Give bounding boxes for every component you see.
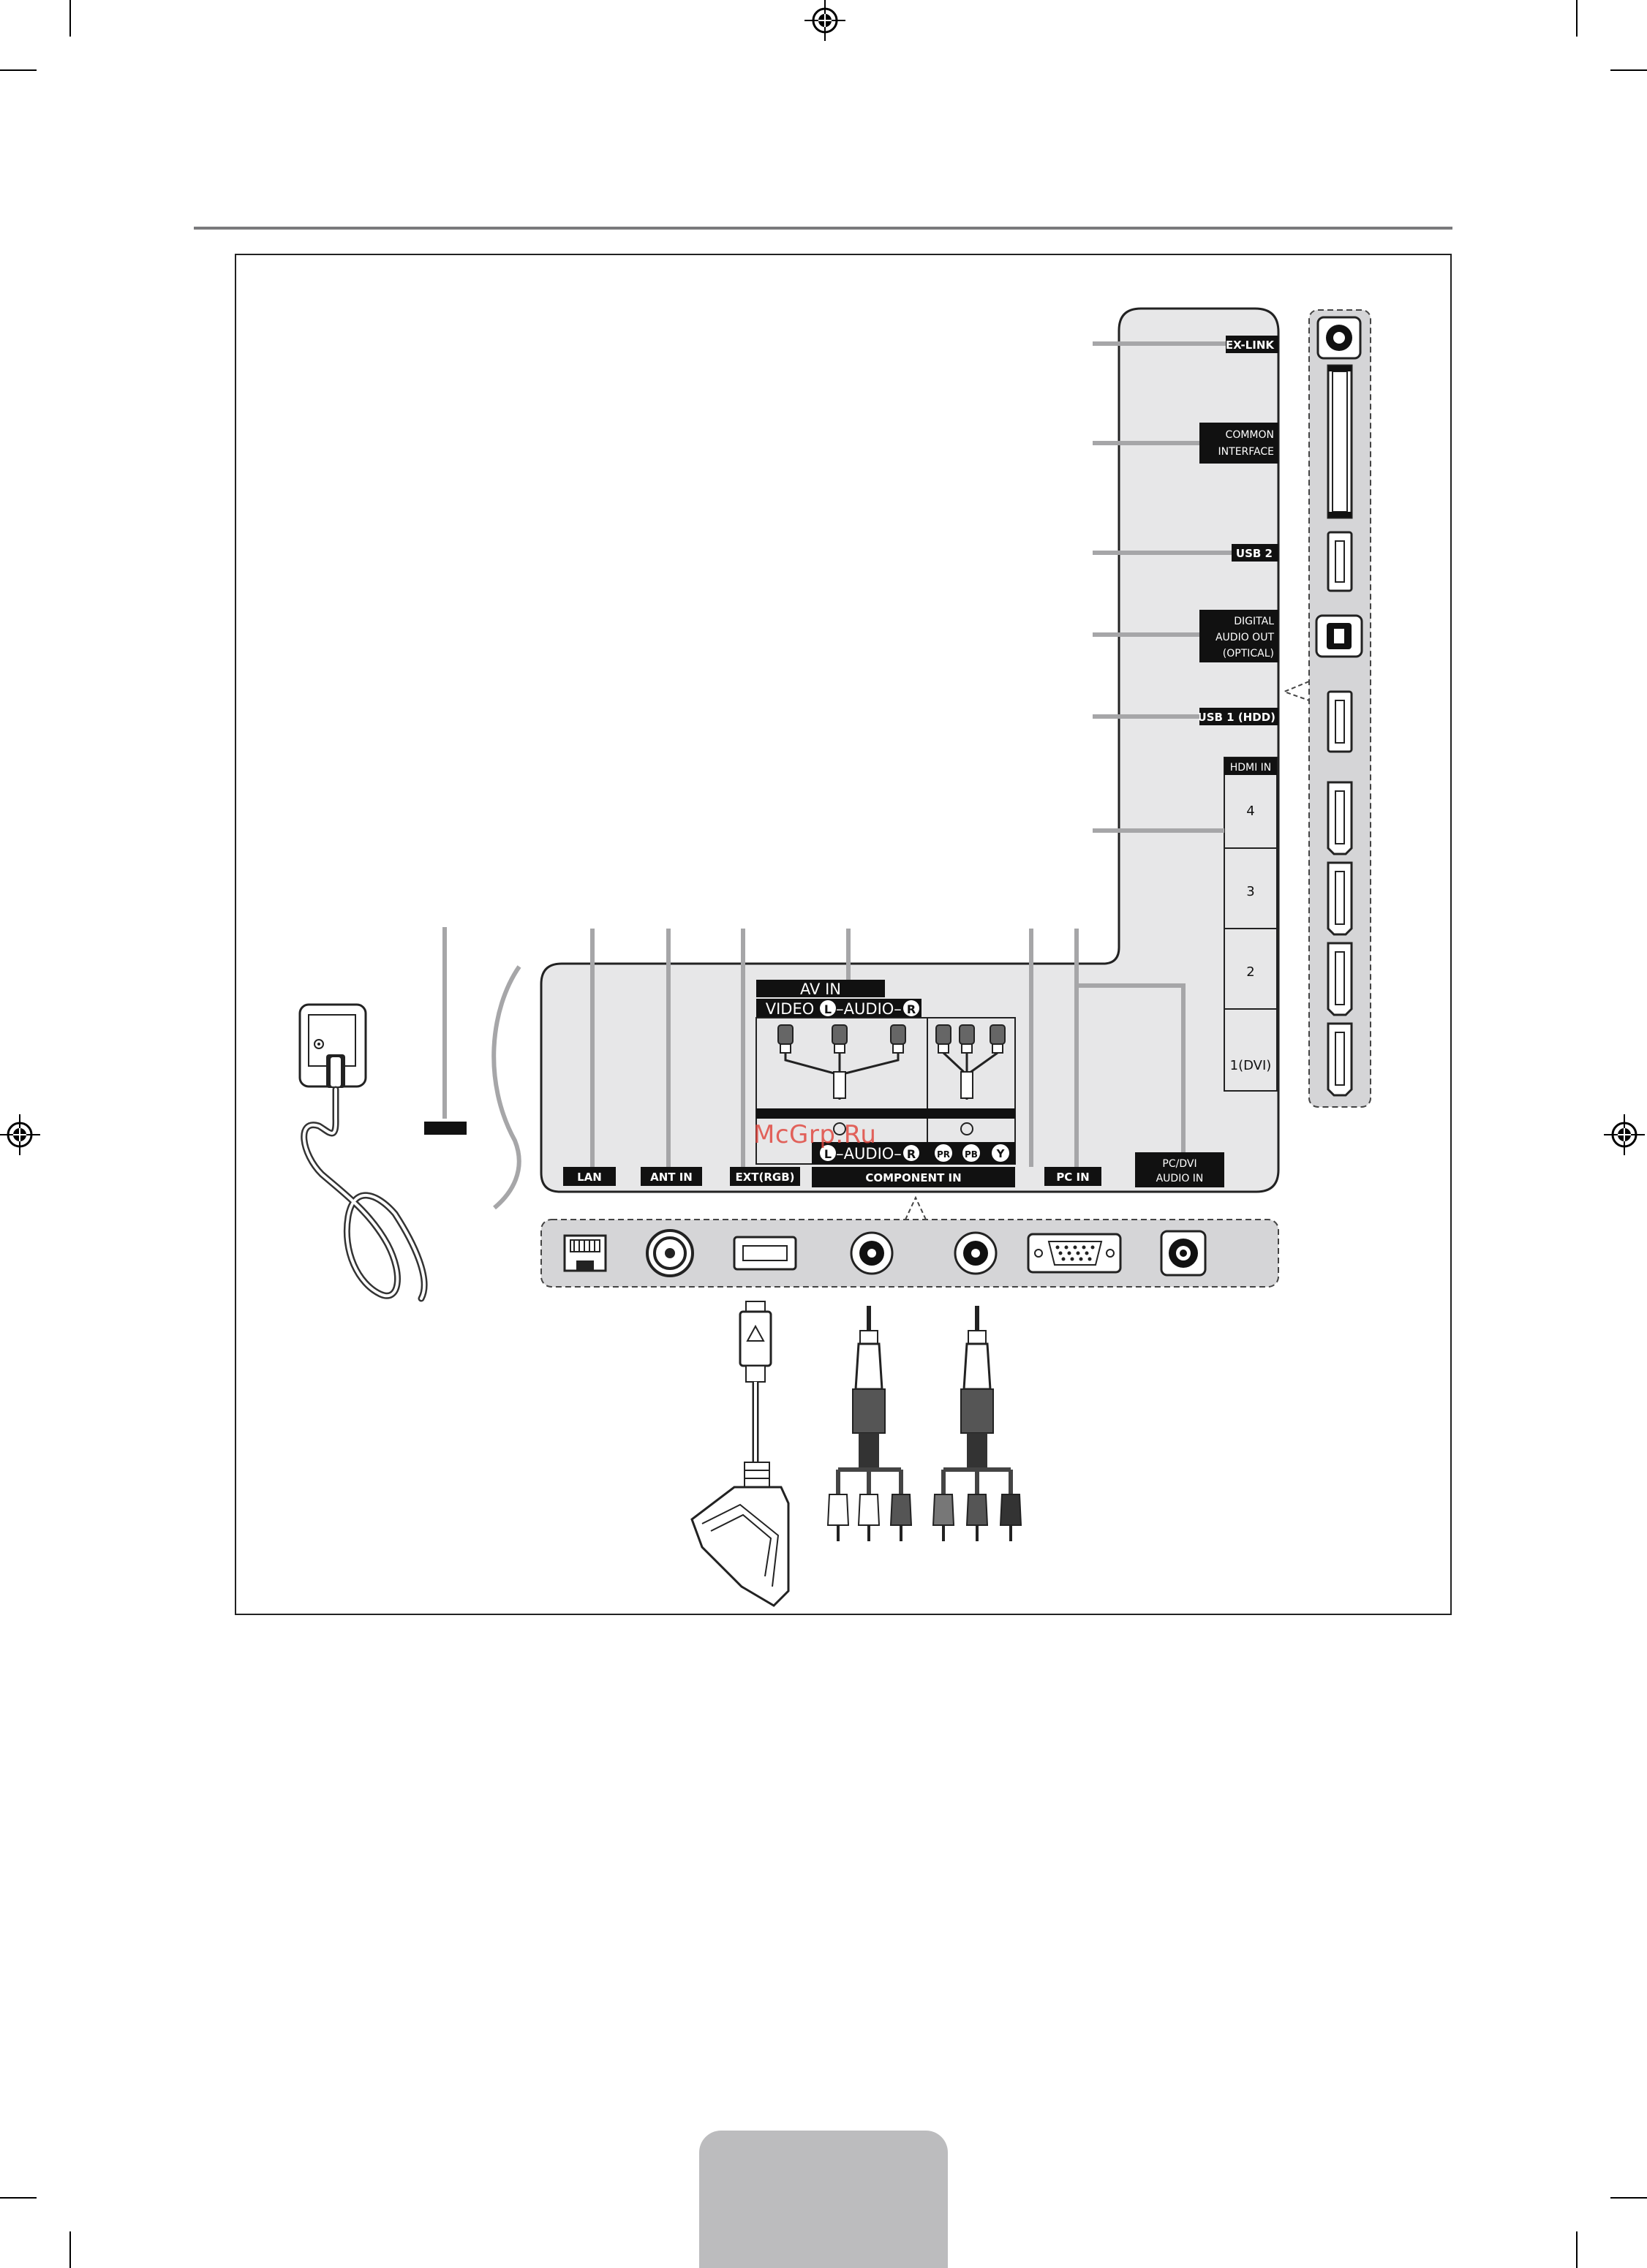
hdmi-in-label: HDMI IN bbox=[1230, 762, 1272, 774]
lan-label: LAN bbox=[577, 1171, 602, 1184]
ex-link-port-icon bbox=[1318, 317, 1360, 358]
registration-mark-right bbox=[1604, 1114, 1645, 1155]
power-cord-inner bbox=[304, 1089, 424, 1299]
common-interface-label-line1: COMMON bbox=[1226, 429, 1274, 441]
power-label-box bbox=[424, 1122, 467, 1135]
comp-y-label: Y bbox=[996, 1147, 1006, 1160]
usb2-label: USB 2 bbox=[1236, 547, 1273, 560]
pc-audio-jack-icon bbox=[1161, 1231, 1205, 1275]
pc-dvi-audio-label-line1: PC/DVI bbox=[1162, 1158, 1196, 1170]
usb1-label: USB 1 (HDD) bbox=[1198, 711, 1275, 724]
digital-audio-label-line1: DIGITAL bbox=[1234, 616, 1274, 627]
common-interface-label-line2: INTERFACE bbox=[1218, 446, 1274, 458]
av-in-title: AV IN bbox=[800, 980, 841, 998]
pc-dvi-audio-label-line2: AUDIO IN bbox=[1156, 1173, 1204, 1184]
av-video-label: VIDEO bbox=[766, 1000, 815, 1018]
page-number-tab bbox=[699, 2131, 948, 2268]
scart-port-icon bbox=[734, 1237, 796, 1269]
hdmi-port-label-4: 4 bbox=[1246, 804, 1254, 819]
comp-pb-label: PB bbox=[965, 1149, 978, 1160]
panel-break-curve bbox=[494, 967, 519, 1208]
scart-cable-icon bbox=[692, 1301, 788, 1606]
av-audio-cable-icon bbox=[828, 1306, 911, 1541]
usb2-port-icon bbox=[1328, 532, 1352, 591]
component-in-label: COMPONENT IN bbox=[865, 1171, 961, 1184]
registration-mark-left bbox=[0, 1114, 40, 1155]
ext-rgb-label: EXT(RGB) bbox=[735, 1171, 794, 1184]
component-audio-jack-icon bbox=[955, 1233, 996, 1274]
av-audio-jack-icon bbox=[851, 1233, 892, 1274]
common-interface-slot-icon bbox=[1328, 366, 1352, 518]
watermark: McGrp.Ru bbox=[753, 1120, 876, 1149]
registration-mark-top bbox=[804, 0, 845, 41]
hdmi-port-label-3: 3 bbox=[1246, 884, 1254, 899]
hdmi-port-label-1: 1(DVI) bbox=[1230, 1058, 1272, 1073]
side-strip-callout bbox=[1284, 681, 1309, 700]
ex-link-label: EX-LINK bbox=[1226, 339, 1275, 352]
lan-port-icon bbox=[565, 1236, 606, 1271]
optical-port-icon bbox=[1316, 616, 1362, 657]
vga-port-icon bbox=[1028, 1234, 1120, 1272]
av-audio-label: –AUDIO– bbox=[836, 1000, 902, 1018]
av-component-mid-band bbox=[756, 1108, 1015, 1119]
pc-in-label: PC IN bbox=[1056, 1171, 1089, 1184]
power-outlet-icon bbox=[300, 1005, 366, 1088]
digital-audio-label-line2: AUDIO OUT bbox=[1216, 632, 1274, 643]
comp-pr-label: PR bbox=[937, 1149, 950, 1160]
hdmi-port-label-2: 2 bbox=[1246, 964, 1254, 980]
av-right-label: R bbox=[907, 1002, 916, 1016]
component-audio-cable-icon bbox=[933, 1306, 1021, 1541]
antenna-port-icon bbox=[647, 1231, 693, 1276]
usb1-port-icon bbox=[1328, 692, 1352, 752]
av-left-label: L bbox=[824, 1002, 832, 1016]
bottom-strip-callout bbox=[905, 1198, 926, 1220]
ant-in-label: ANT IN bbox=[650, 1171, 693, 1184]
digital-audio-label-line3: (OPTICAL) bbox=[1223, 648, 1274, 659]
comp-right-label: R bbox=[907, 1147, 916, 1161]
